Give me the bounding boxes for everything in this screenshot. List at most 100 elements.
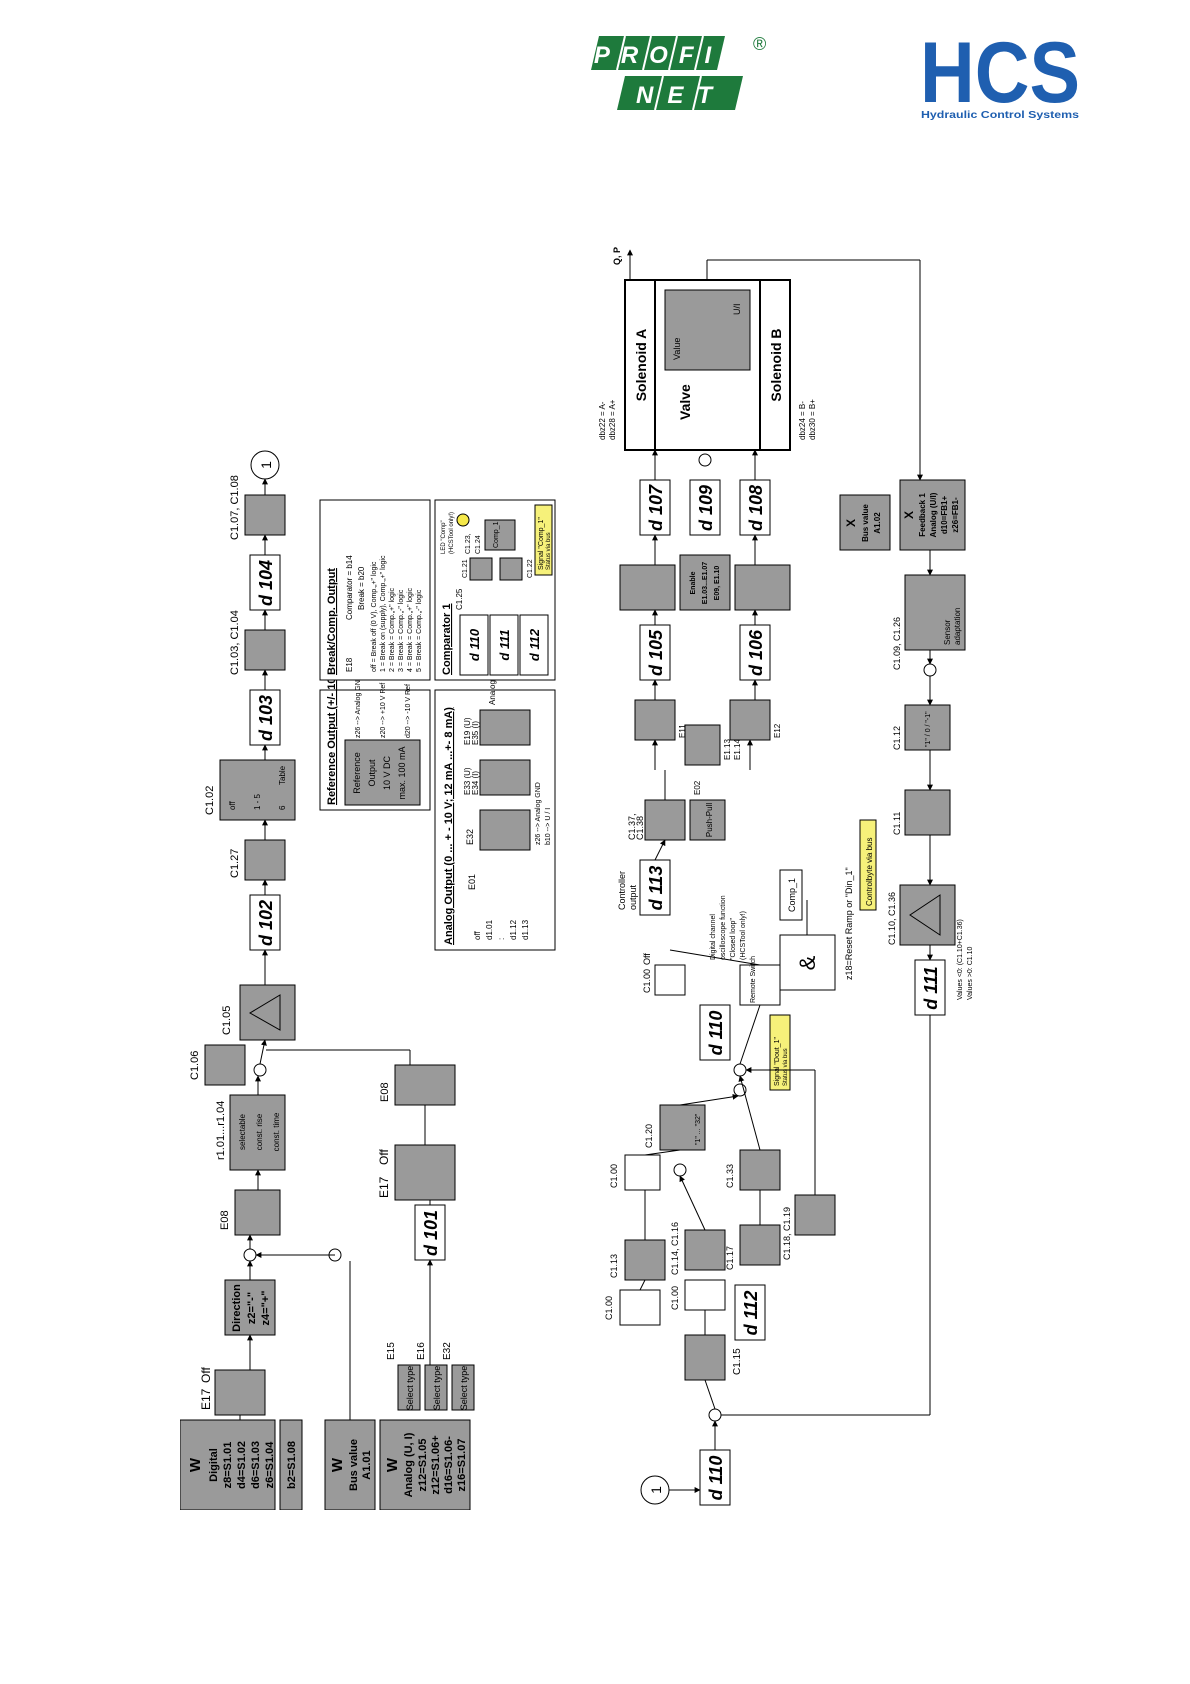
e17b-label: E17: [377, 1176, 391, 1198]
a-pin: dbz28 = A+: [608, 399, 617, 440]
ui-converter-a: [620, 565, 675, 610]
comp1-input: Comp_1: [787, 878, 797, 912]
bc-option: 1 = Break on (supply), Comp.„+" logic: [380, 555, 387, 672]
values-line: Values >0: C1.10: [967, 947, 974, 1000]
ramp-line: selectable: [238, 1113, 247, 1150]
c100a-label: C1.00: [604, 1296, 614, 1320]
valve-value: Value: [672, 338, 682, 360]
c105-label: C1.05: [221, 1006, 233, 1035]
comp-led: (HCSTool only!): [449, 512, 455, 554]
sum-node: [699, 454, 711, 466]
c107-label: C1.07, C1.08: [229, 475, 241, 540]
e08b-label: E08: [379, 1082, 391, 1102]
sum-node: [924, 664, 936, 676]
ao-e35: E35 (I): [471, 721, 480, 745]
c120-label: C1.20: [644, 1124, 654, 1148]
e11-block: [635, 700, 675, 740]
c112-text: "1" / 0 / "-1": [925, 711, 932, 747]
enable-line: E09, E1.10: [714, 566, 721, 601]
e02-label: E02: [693, 780, 702, 795]
off-lower: Off: [642, 953, 652, 965]
z18-label: z18=Reset Ramp or "Din_1": [844, 867, 854, 980]
reference-output-section: Reference Output (+/- 10 V) Reference Ou…: [320, 663, 430, 810]
c118-label: C1.18, C1.19: [782, 1207, 792, 1260]
off-label: Off: [199, 1367, 213, 1383]
comp-c124: C1.24: [475, 535, 482, 554]
ref-box-line: Output: [367, 759, 377, 787]
e17-switch-top: [215, 1370, 265, 1415]
header: PROFI NET ® HCS Hydraulic Control System…: [0, 0, 1190, 140]
fb-x-line: Feedback 1: [918, 493, 927, 537]
direction-title: Direction: [231, 1284, 243, 1332]
ref-line: z20 --> +10 V Ref: [380, 683, 387, 738]
display-d110b-text: d 110: [706, 1011, 726, 1056]
input-digital-line: z6=S1.04: [264, 1441, 276, 1489]
block-diagram-svg: W Digital z8=S1.01 d4=S1.02 d6=S1.03 z6=…: [180, 185, 1020, 1510]
dither-block: [685, 725, 720, 765]
c138-label: C1.38: [635, 816, 645, 840]
sum-node: [734, 1064, 746, 1076]
c111-label: C1.11: [892, 812, 902, 835]
comp-d112: d 112: [527, 628, 542, 661]
c100c-label: C1.00: [609, 1164, 619, 1188]
dout-status: Status via bus: [783, 1048, 789, 1086]
fb-x-line: z26=FB1-: [951, 497, 960, 533]
select-type-label: Select type: [405, 1366, 415, 1411]
ao-e34: E34 (I): [471, 771, 480, 795]
ao-option: d1.01: [485, 919, 494, 940]
bc-option: 4 = Break = Comp.„+" logic: [407, 588, 414, 672]
ramp-line: const. time: [272, 1112, 281, 1151]
hcs-subtitle: Hydraulic Control Systems: [921, 110, 1080, 121]
c110-block: [900, 885, 955, 945]
sum-node: [254, 1064, 266, 1076]
osc-line: oscilloscope function: [720, 895, 727, 960]
display-d103-text: d 103: [256, 695, 276, 741]
input-digital-line: d6=S1.03: [250, 1441, 262, 1489]
c133-label: C1.33: [725, 1164, 735, 1188]
a-pin: dbz22 = A-: [598, 401, 607, 440]
e32-label: E32: [442, 1342, 453, 1360]
display-d104-text: d 104: [256, 560, 276, 606]
c109-label: C1.09, C1.26: [892, 617, 902, 670]
bc-option: 5 = Break = Comp.„-" logic: [416, 589, 423, 672]
c115-label: C1.15: [732, 1348, 743, 1375]
osc-line: Digital channel: [710, 914, 717, 960]
profinet-line1: PROFI: [594, 42, 722, 69]
ao-option: off: [473, 930, 482, 940]
c111-block: [905, 790, 950, 835]
c120-text: "1" ... "32": [695, 1113, 702, 1145]
input-digital-title: W: [187, 1457, 204, 1472]
display-d110-text: d 110: [706, 1456, 726, 1501]
display-d109-text: d 109: [696, 485, 716, 531]
c103-label: C1.03, C1.04: [229, 610, 241, 675]
comp-c123: C1.23,: [465, 533, 472, 554]
input-digital-block: W Digital z8=S1.01 d4=S1.02 d6=S1.03 z6=…: [180, 1420, 276, 1510]
c100d-label: C1.00: [642, 969, 652, 993]
sensor-line: Sensor: [943, 619, 952, 645]
c137-block: [645, 800, 685, 840]
pushpull-label: Push-Pull: [705, 803, 714, 837]
comp-c122: C1.22: [527, 559, 534, 578]
comp-signal: Signal "Comp_1": [538, 517, 545, 570]
bc-option: 3 = Break = Comp.„-" logic: [398, 589, 405, 672]
c114-block: [685, 1230, 725, 1270]
bc-option: off = Break off (0 V), Comp.„+" logic: [371, 561, 378, 672]
e13-label: E1.13: [723, 739, 732, 760]
values-line: Values <0: (C1.10+C1.36): [957, 919, 964, 1000]
b-pin: dbz30 = B+: [808, 399, 817, 440]
hcs-letters: HCS: [920, 32, 1080, 121]
c102-6: 6: [278, 805, 287, 810]
c106-block: [205, 1045, 245, 1085]
bc-e18: E18: [345, 657, 354, 672]
select-type-label: Select type: [432, 1366, 442, 1411]
osc-line: (HCSTool only!): [740, 911, 747, 960]
comp-comp1: Comp_1: [493, 521, 500, 548]
ramp-label: r1.01...r1.04: [215, 1101, 227, 1160]
connector-lower-label: 1: [648, 1486, 664, 1494]
display-d106-text: d 106: [746, 629, 766, 676]
input-digital-line: z8=S1.01: [222, 1442, 234, 1489]
valve-ui: U/I: [732, 303, 742, 315]
bus-x-line: Bus value: [861, 504, 870, 542]
break-comp-section: Break/Comp. Output E18 Comparator = b14 …: [320, 500, 430, 680]
analog-output-section: Analog Output (0 ... + - 10 V; 12 mA ...…: [435, 666, 555, 950]
